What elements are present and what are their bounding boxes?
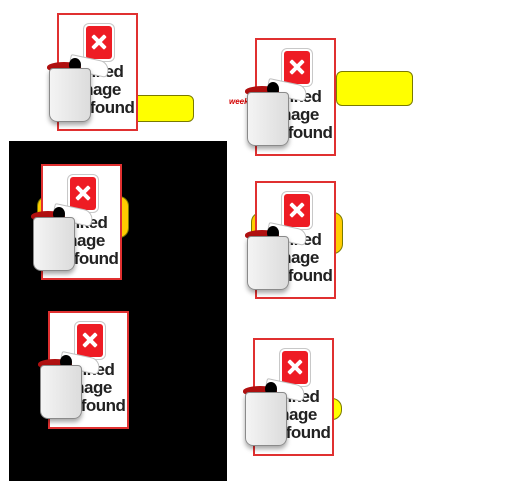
cup-icon xyxy=(247,236,289,290)
cup-icon xyxy=(247,92,289,146)
cup-icon xyxy=(40,365,82,419)
broken-image-x-icon xyxy=(284,51,310,84)
mug-character-6 xyxy=(243,378,307,448)
broken-image-x-icon xyxy=(86,26,112,59)
broken-image-x-icon xyxy=(77,324,103,357)
mug-character-2 xyxy=(245,78,309,148)
cup-lid xyxy=(245,86,279,96)
cup-icon xyxy=(33,217,75,271)
broken-image-x-icon xyxy=(70,177,96,210)
cup-icon xyxy=(245,392,287,446)
cup-lid xyxy=(245,230,279,240)
cup-lid xyxy=(31,211,65,221)
bubble-text-2: week xyxy=(229,97,249,106)
cup-lid xyxy=(47,62,81,72)
cup-lid xyxy=(38,359,72,369)
speech-bubble-2 xyxy=(336,71,413,106)
cup-lid xyxy=(243,386,277,396)
cup-icon xyxy=(49,68,91,122)
broken-image-x-icon xyxy=(282,351,308,384)
mug-character-3 xyxy=(31,203,95,273)
mug-character-4 xyxy=(245,222,309,292)
mug-character-1 xyxy=(47,54,111,124)
mug-character-5 xyxy=(38,351,102,421)
broken-image-x-icon xyxy=(284,194,310,227)
